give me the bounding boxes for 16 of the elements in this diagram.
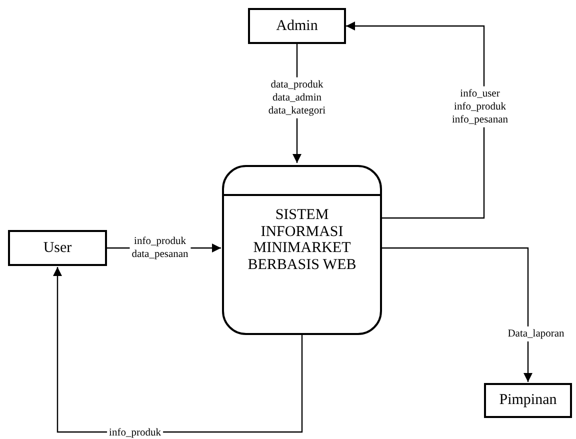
arrow <box>53 267 303 433</box>
node-label: Admin <box>276 18 318 34</box>
edge-label: Data_laporan <box>506 326 566 342</box>
edge-label: info_user info_produk info_pesanan <box>450 86 510 128</box>
node-label: User <box>43 240 72 256</box>
entity-box <box>8 230 107 266</box>
arrow <box>346 22 485 219</box>
node-label: SISTEM INFORMASI MINIMARKET BERBASIS WEB <box>246 207 358 273</box>
entity-box <box>248 8 346 44</box>
edge-label: info_produk data_pesanan <box>130 234 190 262</box>
edge-label: data_produk data_admin data_kategori <box>266 77 328 119</box>
process-box <box>222 165 382 335</box>
entity-box <box>484 383 572 418</box>
arrow <box>382 247 532 382</box>
node-label: Pimpinan <box>499 392 557 409</box>
edge-label: info_produk <box>107 425 163 439</box>
